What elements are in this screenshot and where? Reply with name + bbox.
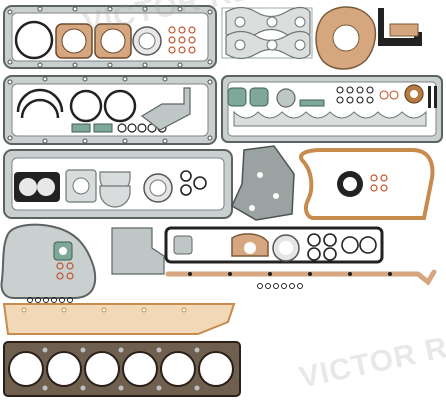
o-rings-small [180,170,207,196]
small-seal-rings-d [56,262,74,280]
cylinder-head-gasket [3,341,241,397]
pump-flange-teal [53,241,73,261]
flange-gasket-center [272,234,300,262]
small-seal-rings-c [370,174,388,192]
manifold-bumps-row [233,110,427,127]
round-flange-gasket [132,26,162,56]
side-cork-strip [165,269,437,286]
bracket-gasket [378,8,422,46]
oil-pan-plate-gasket [231,145,295,221]
vertical-seals [428,86,437,108]
flat-gasket-gray [111,227,165,275]
timing-cover-gasket-cork [299,148,435,220]
small-seal-rings-b [336,86,399,104]
water-pump-gaskets [227,87,325,108]
crankshaft-seal [337,171,363,197]
thermostat-gasket [173,235,193,255]
cork-crescent-gasket [231,233,269,257]
timing-cover-gasket-top [315,6,377,70]
manifold-gasket-top [221,6,313,60]
o-ring-large [14,20,54,60]
o-rings-grid [307,233,377,261]
small-seal-rings-a [168,26,196,54]
small-seal-rings-e [257,283,303,289]
intake-gaskets-set [65,169,131,208]
semicircle-seals [16,88,64,119]
o-rings-pair [69,89,137,123]
small-seal-rings-f [27,297,73,303]
angled-flange-gasket [140,87,191,131]
round-seal-brown [404,84,424,104]
oil-pan-cork-strip [2,303,236,335]
oil-pan-gasket-frame [164,226,384,264]
head-gasket-small [14,172,60,202]
flange-gasket-round [143,173,173,203]
port-gasket-pair [55,23,132,59]
